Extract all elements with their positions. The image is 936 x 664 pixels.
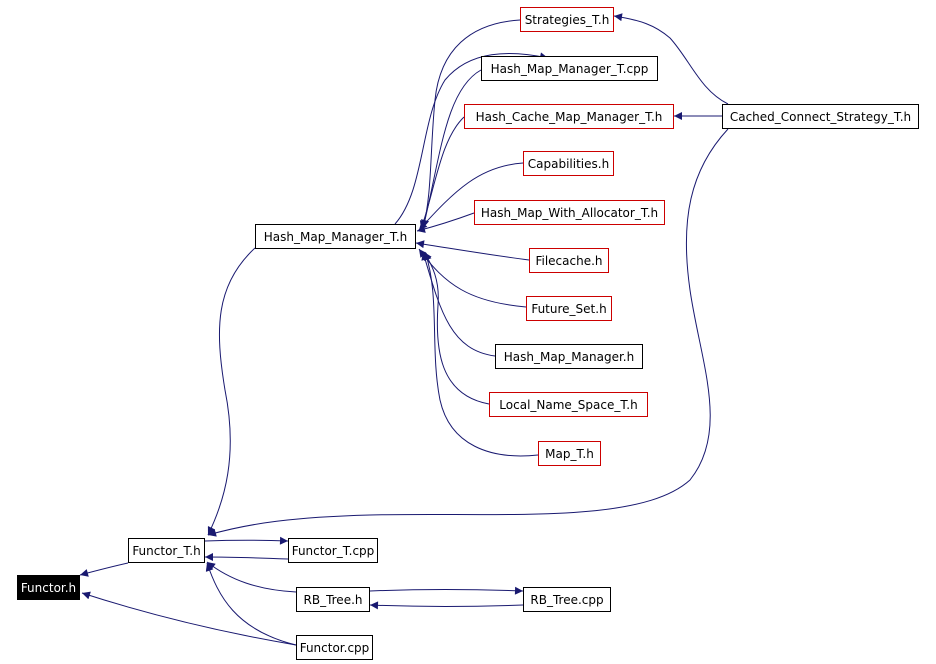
edge-functor-cpp-to-functor-h — [81, 591, 297, 646]
node-hash-map-manager-t-cpp[interactable]: Hash_Map_Manager_T.cpp — [481, 56, 658, 81]
node-map-t-h[interactable]: Map_T.h — [538, 441, 601, 466]
edge-cached-connect-to-functor-t-h — [207, 128, 729, 537]
node-strategies-t-h[interactable]: Strategies_T.h — [520, 7, 614, 32]
edge-functor-cpp-to-functor-t-h — [205, 562, 297, 646]
node-hash-map-manager-h[interactable]: Hash_Map_Manager.h — [495, 344, 643, 369]
edge-capabilities-to-hash-map-manager-t-h — [418, 162, 524, 231]
edge-filecache-to-hash-map-manager-t-h — [415, 240, 530, 261]
node-hash-map-manager-t-h[interactable]: Hash_Map_Manager_T.h — [255, 224, 416, 249]
edge-functor-t-h-to-functor-h — [79, 562, 129, 577]
edge-functor-t-h-to-functor-t-cpp — [204, 536, 289, 545]
edge-local-name-space-to-hash-map-manager-t-h — [423, 251, 490, 405]
node-rb-tree-h[interactable]: RB_Tree.h — [296, 587, 370, 612]
edge-hash-map-manager-t-h-to-hash-map-manager-t-cpp — [394, 52, 549, 225]
node-filecache-h[interactable]: Filecache.h — [529, 248, 609, 273]
edge-cached-connect-to-strategies — [613, 13, 729, 105]
edge-map-t-to-hash-map-manager-t-h — [423, 251, 539, 457]
edge-hash-map-with-allocator-to-hash-map-manager-t-h — [416, 212, 475, 233]
edge-hash-map-manager-t-h-to-functor-t-h — [207, 247, 256, 536]
edge-functor-t-cpp-to-functor-t-h — [204, 553, 289, 562]
edge-rb-tree-h-to-functor-t-h — [206, 561, 297, 593]
node-hash-map-with-allocator-t-h[interactable]: Hash_Map_With_Allocator_T.h — [474, 200, 665, 225]
edge-rb-tree-cpp-to-rb-tree-h — [369, 601, 524, 610]
edge-rb-tree-h-to-rb-tree-cpp — [369, 586, 524, 595]
node-cached-connect-strategy-t-h[interactable]: Cached_Connect_Strategy_T.h — [722, 104, 919, 129]
node-functor-t-cpp[interactable]: Functor_T.cpp — [288, 538, 378, 563]
edge-hash-cache-to-hash-map-manager-t-h — [419, 116, 465, 230]
node-hash-cache-map-manager-t-h[interactable]: Hash_Cache_Map_Manager_T.h — [464, 104, 674, 129]
edge-hash-map-manager-h-to-hash-map-manager-t-h — [421, 251, 496, 357]
node-future-set-h[interactable]: Future_Set.h — [526, 296, 612, 321]
node-functor-h: Functor.h — [17, 575, 80, 600]
node-rb-tree-cpp[interactable]: RB_Tree.cpp — [523, 587, 611, 612]
node-local-name-space-t-h[interactable]: Local_Name_Space_T.h — [489, 392, 648, 417]
node-functor-t-h[interactable]: Functor_T.h — [128, 538, 205, 563]
node-functor-cpp[interactable]: Functor.cpp — [296, 635, 373, 660]
node-capabilities-h[interactable]: Capabilities.h — [523, 151, 614, 176]
